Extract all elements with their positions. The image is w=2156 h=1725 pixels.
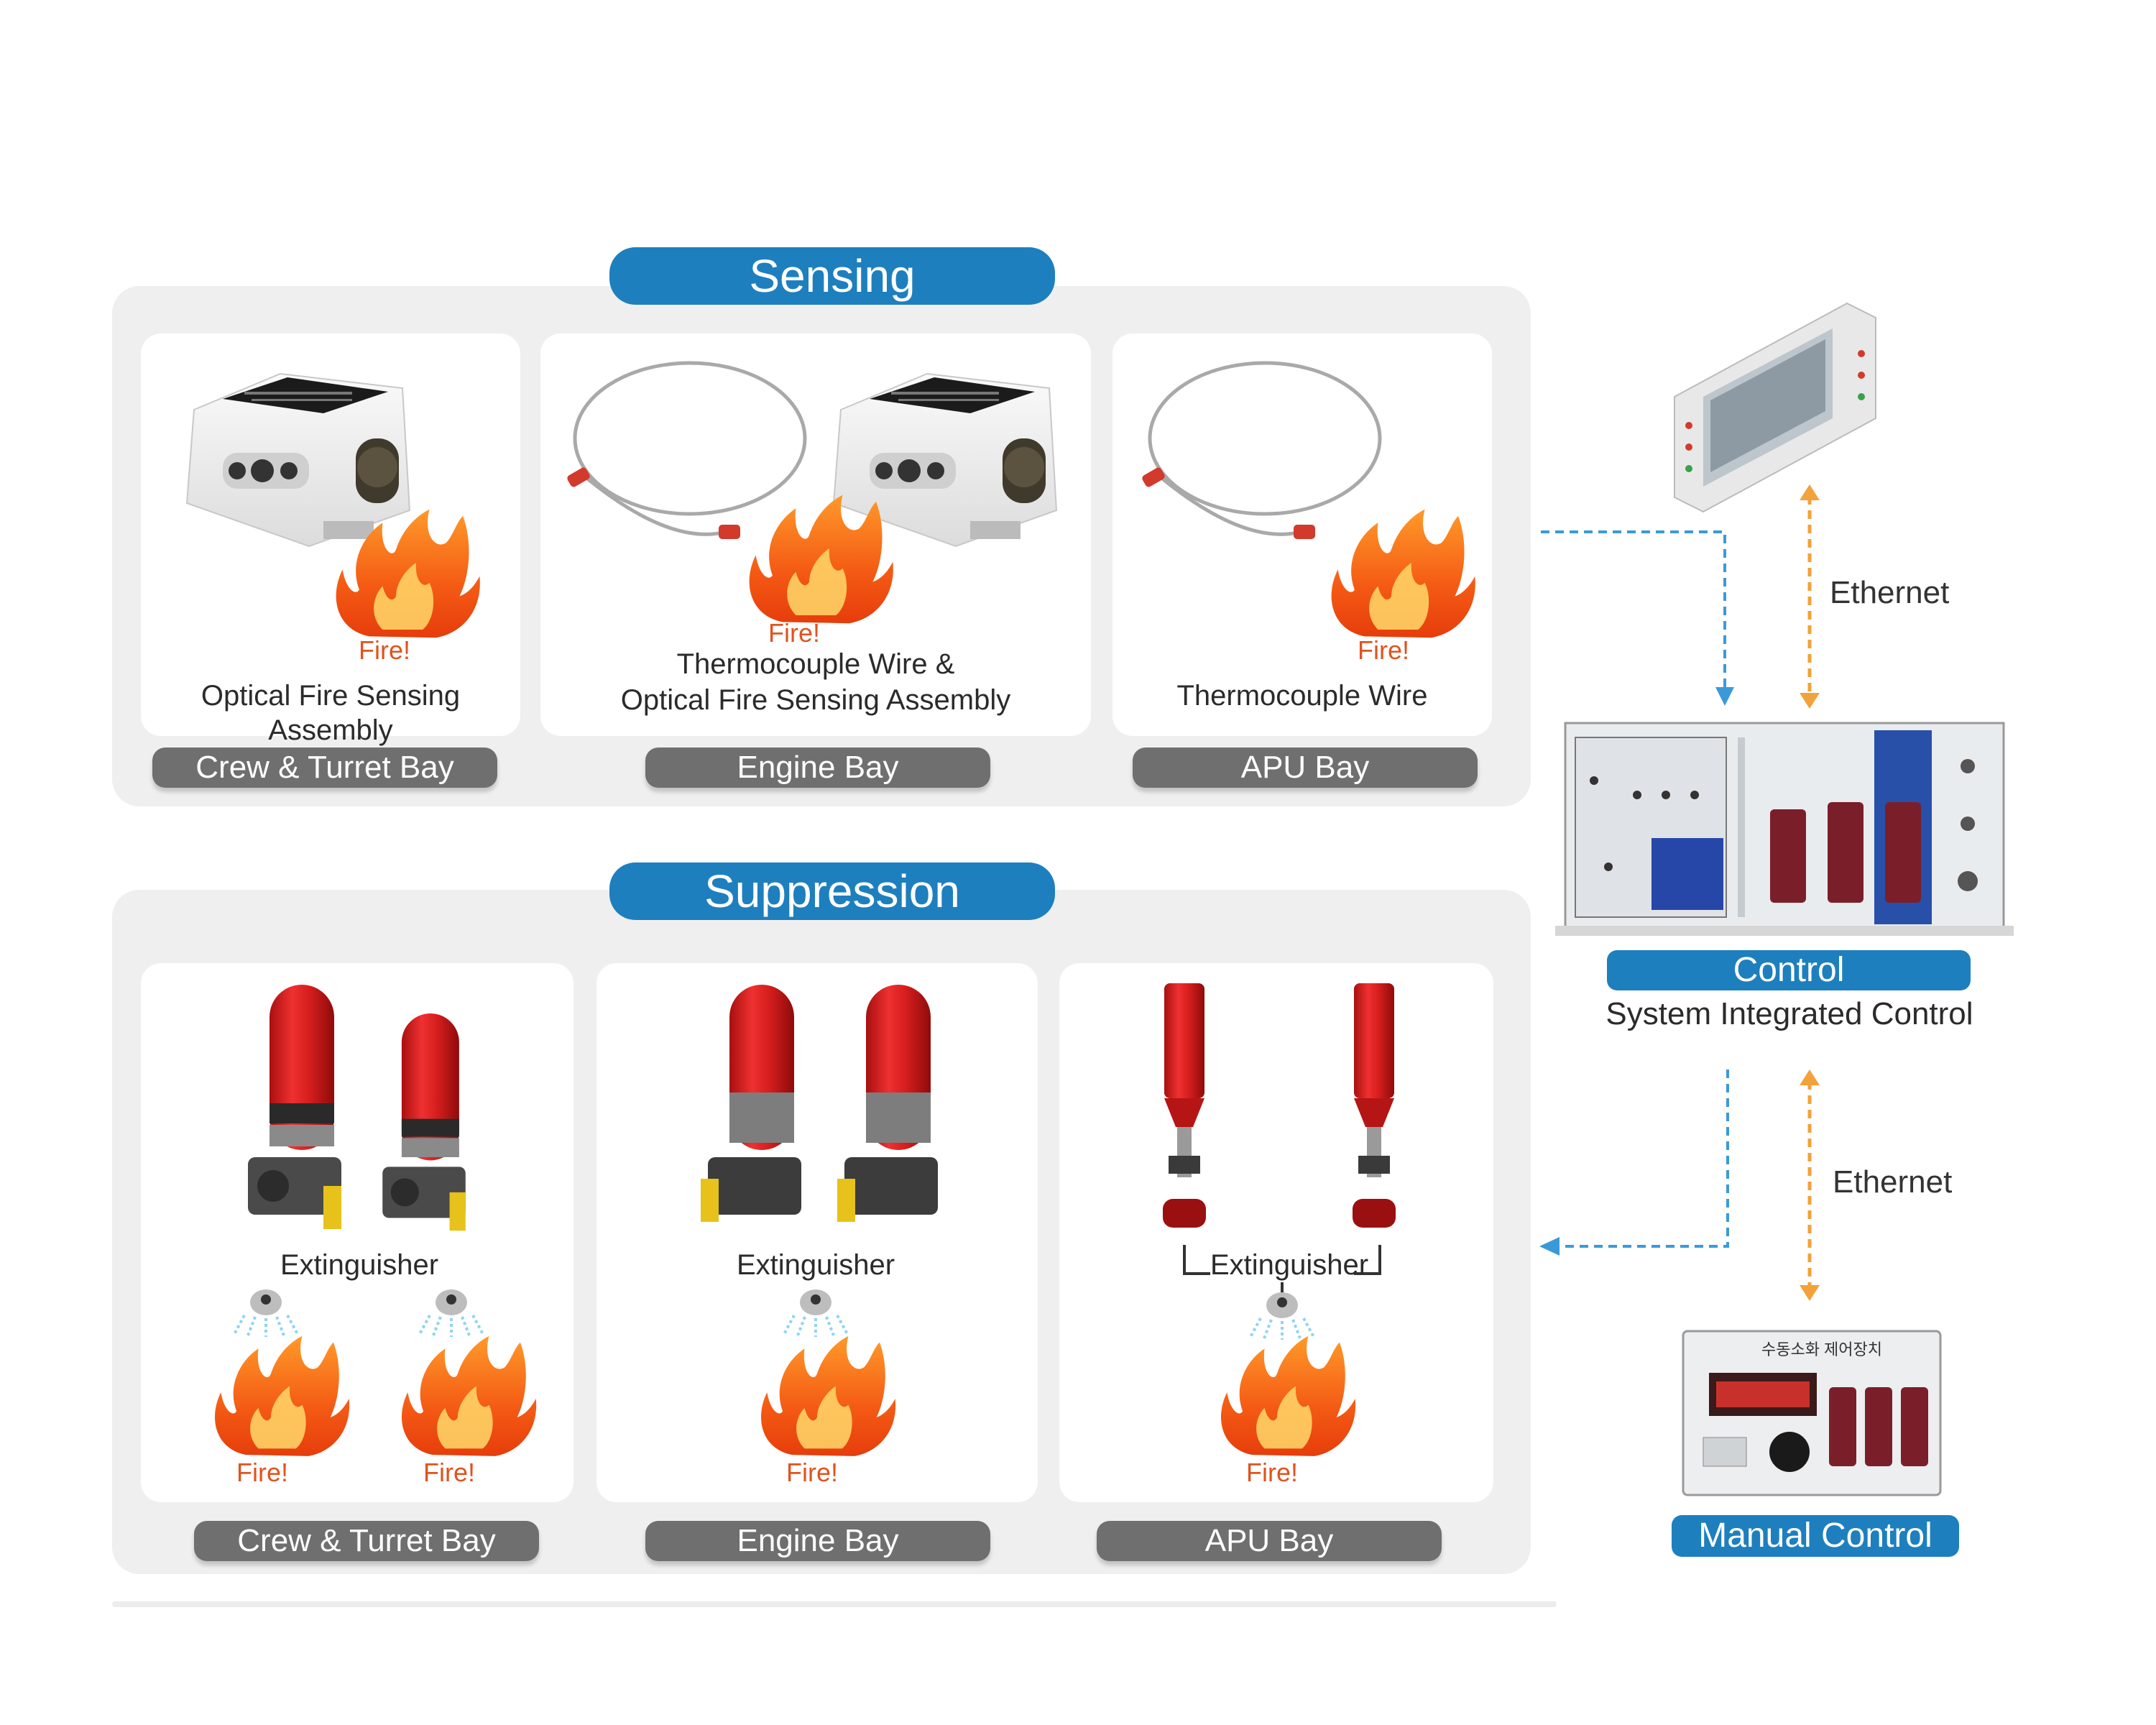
extinguisher-cylinder-image: [382, 1013, 466, 1231]
fire-icon: [749, 494, 893, 624]
thermocouple-wire-image: [567, 361, 807, 539]
extinguisher-label: Extinguisher: [736, 1249, 895, 1281]
extinguisher-label: Extinguisher: [1210, 1248, 1369, 1282]
extinguisher-cylinder-image: [837, 985, 938, 1222]
ethernet-label: Ethernet: [1833, 1164, 1953, 1200]
ethernet-label: Ethernet: [1830, 575, 1950, 610]
fire-icon: [760, 1335, 896, 1456]
fire-label: Fire!: [786, 1458, 838, 1487]
bay-label-engine: Engine Bay: [645, 1521, 990, 1561]
fire-label: Fire!: [768, 618, 820, 648]
ethernet-link-arrow: [1800, 1070, 1820, 1301]
sensing-caption: Thermocouple Wire: [1176, 680, 1428, 712]
display-unit-image: [1674, 302, 1876, 513]
fire-label: Fire!: [423, 1458, 475, 1487]
fire-label: Fire!: [359, 635, 410, 665]
fire-icon: [401, 1335, 537, 1456]
extinguisher-bottle-image: [1163, 983, 1206, 1228]
fire-icon: [336, 509, 480, 638]
fire-icon: [1220, 1335, 1356, 1456]
bottom-divider: [112, 1601, 1557, 1607]
sprinkler-nozzle-icon: [232, 1289, 300, 1337]
suppression-title: Suppression: [609, 862, 1055, 920]
sensing-caption: Optical Fire Sensing Assembly: [201, 680, 461, 746]
sensing-signal-arrow: [1541, 530, 1734, 706]
fire-label: Fire!: [1246, 1458, 1298, 1487]
control-subtitle: System Integrated Control: [1606, 996, 1973, 1031]
ethernet-link-arrow: [1800, 484, 1820, 709]
extinguisher-bottle-image: [1353, 983, 1396, 1228]
sprinkler-nozzle-icon: [1248, 1292, 1316, 1340]
sensing-title: Sensing: [609, 247, 1055, 305]
fire-icon: [214, 1335, 350, 1456]
fire-icon: [1331, 509, 1475, 638]
extinguisher-cylinder-image: [248, 985, 341, 1229]
optical-fire-sensor-image: [185, 372, 411, 548]
control-title: Control: [1607, 950, 1971, 990]
bay-label-engine: Engine Bay: [645, 748, 990, 788]
extinguisher-cylinder-image: [701, 985, 801, 1222]
sprinkler-nozzle-icon: [782, 1289, 849, 1337]
system-integrated-control-panel-image: [1555, 722, 2014, 936]
bay-label-apu: APU Bay: [1097, 1521, 1442, 1561]
extinguisher-label: Extinguisher: [280, 1249, 439, 1281]
manual-panel-label: 수동소화 제어장치: [1761, 1340, 1883, 1358]
fire-label: Fire!: [1358, 635, 1409, 665]
sprinkler-nozzle-icon: [418, 1289, 485, 1337]
sensing-caption: Optical Fire Sensing Assembly: [620, 684, 1011, 716]
sensing-caption: Thermocouple Wire &: [676, 648, 955, 680]
manual-control-panel-image: [1682, 1330, 1942, 1496]
bay-label-crew-turret: Crew & Turret Bay: [194, 1521, 539, 1561]
optical-fire-sensor-image: [832, 372, 1058, 548]
bay-label-apu: APU Bay: [1133, 748, 1478, 788]
thermocouple-wire-image: [1142, 361, 1382, 539]
fire-label: Fire!: [236, 1458, 288, 1487]
suppression-command-arrow: [1539, 1070, 1729, 1256]
manual-control-title: Manual Control: [1672, 1515, 1959, 1557]
bay-label-crew-turret: Crew & Turret Bay: [152, 748, 497, 788]
